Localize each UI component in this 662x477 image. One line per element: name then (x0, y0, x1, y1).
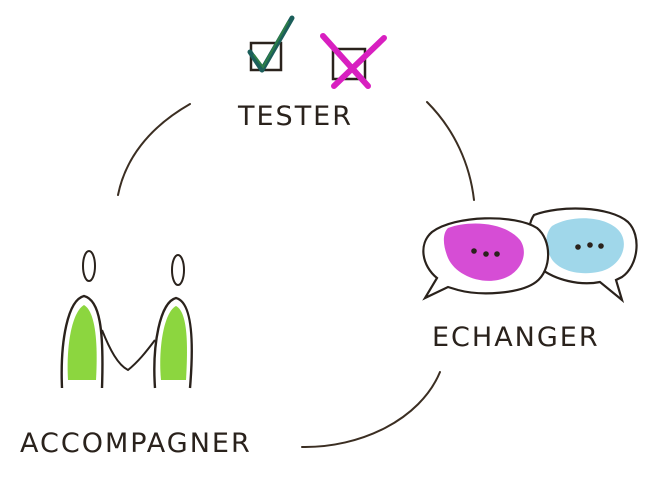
cycle-arcs (117, 101, 475, 449)
label-echanger: ECHANGER (432, 322, 600, 353)
person-right-head (171, 254, 185, 286)
checkbox-checked-icon (247, 15, 295, 73)
person-right-body (153, 296, 193, 389)
arc-accompagner-to-tester (117, 103, 191, 196)
arc-tester-to-echanger (426, 101, 475, 201)
person-left-body (60, 294, 104, 389)
two-people-icon (60, 250, 193, 389)
label-accompagner: ACCOMPAGNER (20, 428, 252, 459)
arc-echanger-to-accompagner (301, 371, 441, 449)
checkbox-crossed-icon (320, 33, 387, 89)
label-tester: TESTER (237, 101, 353, 132)
joined-hands (101, 329, 156, 372)
speech-bubbles-icon (422, 207, 638, 304)
person-left-head (82, 250, 96, 282)
